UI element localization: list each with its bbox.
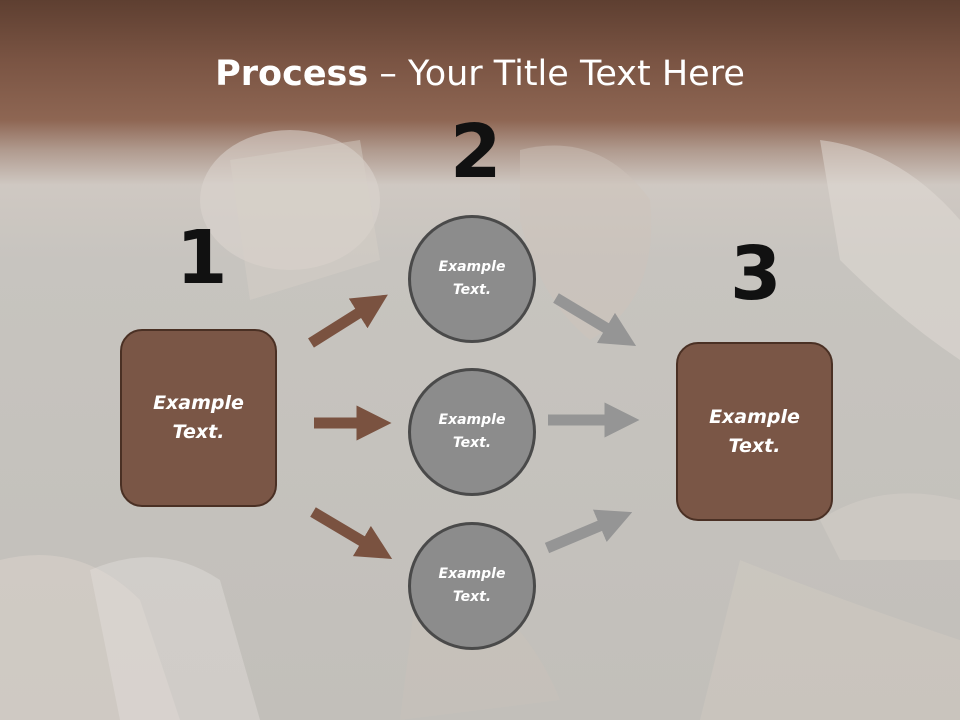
arrow-1-to-top: [308, 294, 388, 348]
step-3-box: Example Text.: [676, 342, 833, 521]
step-2-circle-middle: Example Text.: [408, 368, 536, 496]
title-bold: Process: [215, 54, 369, 94]
arrow-1-to-bottom: [310, 507, 393, 559]
step-2-circle-bottom: Example Text.: [408, 522, 536, 650]
step-number-1: 1: [176, 215, 228, 301]
arrow-top-to-3: [553, 293, 637, 347]
step-number-2: 2: [450, 109, 502, 195]
arrow-bottom-to-3: [544, 509, 633, 554]
title-rest: – Your Title Text Here: [368, 54, 745, 94]
step-2-circle-top: Example Text.: [408, 215, 536, 343]
step-1-box: Example Text.: [120, 329, 277, 507]
step-number-3: 3: [730, 231, 782, 317]
slide-title: Process – Your Title Text Here: [0, 52, 960, 96]
